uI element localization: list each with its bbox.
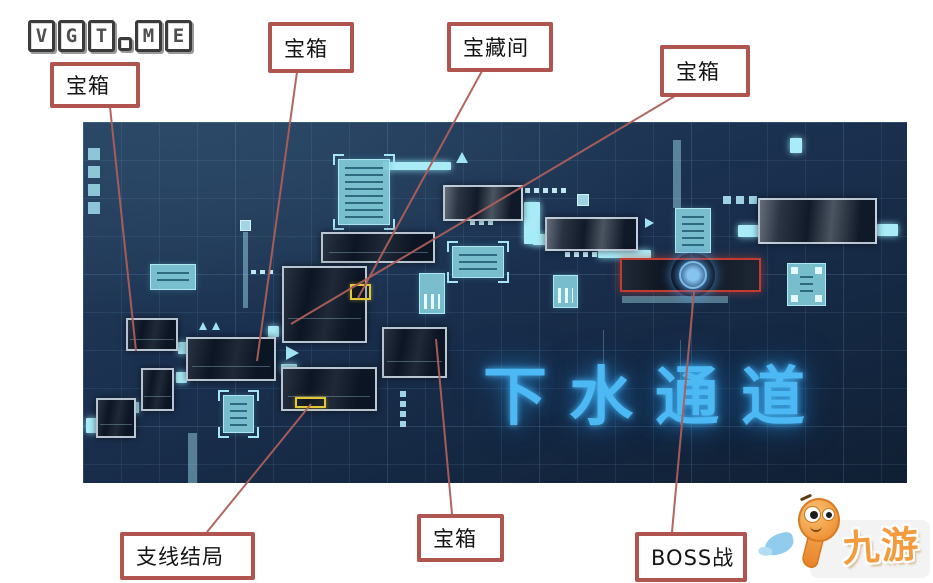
card-text-lines <box>459 254 497 271</box>
map-info-card <box>787 263 826 306</box>
map-chart-card <box>419 273 445 314</box>
map-room <box>281 367 377 411</box>
map-room <box>96 398 136 438</box>
map-room <box>321 232 435 263</box>
map-room <box>186 337 276 381</box>
map-room <box>126 318 178 351</box>
label-boss-fight: BOSS战 <box>635 532 747 582</box>
vgtime-letter: G <box>58 20 85 52</box>
card-text-lines <box>345 167 383 218</box>
boss-room-underbar <box>622 296 728 303</box>
map-room <box>758 198 877 244</box>
map-vertical-strip <box>188 433 197 483</box>
label-treasure-room: 宝藏间 <box>447 22 553 72</box>
map-node-square <box>240 220 251 231</box>
map-room <box>443 185 523 221</box>
map-connector <box>178 342 189 354</box>
label-treasure-chest-top-left: 宝箱 <box>50 62 140 108</box>
map-vertical-strip <box>243 232 248 308</box>
map-area-title: 下水通道 <box>483 361 827 435</box>
jiuyou-mascot-mouth <box>810 526 822 532</box>
card-text-lines <box>800 276 813 293</box>
card-text-lines <box>230 403 247 426</box>
label-side-quest-ending: 支线结局 <box>120 532 255 580</box>
label-treasure-chest-top-mid: 宝箱 <box>268 22 354 73</box>
vgtime-letter: V <box>28 20 55 52</box>
triangle-marker-right <box>645 218 654 228</box>
map-dot-row <box>251 270 273 274</box>
map-chart-card <box>553 275 578 308</box>
map-dot-row <box>565 252 600 257</box>
triangle-marker-up <box>456 152 468 163</box>
vgtime-letter: E <box>165 20 192 52</box>
label-treasure-chest-top-right: 宝箱 <box>660 45 750 97</box>
card-text-lines <box>682 216 704 246</box>
boss-emblem-icon <box>671 253 715 297</box>
triangle-marker-up <box>199 322 207 330</box>
vgtime-letter: M <box>135 20 162 52</box>
map-info-card <box>218 390 259 438</box>
map-room <box>382 327 447 378</box>
map-left-square-column <box>88 148 100 214</box>
map-info-card <box>150 264 196 290</box>
jiuyou-bird-icon <box>761 530 797 558</box>
map-room <box>282 266 367 343</box>
map-connector <box>877 224 898 236</box>
map-node-square <box>577 194 589 206</box>
map-square-trio <box>723 196 757 204</box>
map-connector <box>790 138 802 153</box>
map-dot-column <box>400 391 406 429</box>
map-star-row <box>470 221 496 225</box>
map-info-card <box>333 154 395 230</box>
map-connector <box>598 250 651 258</box>
vgtime-logo: V G T i M E <box>28 20 192 52</box>
map-connector <box>738 225 760 237</box>
jiuyou-mascot-icon <box>798 498 840 542</box>
vgtime-letter: T <box>88 20 115 52</box>
card-bar-chart <box>558 288 573 303</box>
card-text-lines <box>157 272 189 283</box>
jiuyou-mascot-eye <box>822 508 835 521</box>
triangle-marker-right <box>286 346 299 360</box>
jiuyou-logo: 九游 <box>752 492 930 582</box>
map-info-card <box>447 241 509 283</box>
label-treasure-chest-bottom: 宝箱 <box>417 514 504 562</box>
game-map-blueprint: 下水通道 <box>83 122 907 483</box>
map-info-card <box>675 208 711 253</box>
map-hairline <box>603 330 604 422</box>
jiuyou-logo-text: 九游 <box>840 522 922 571</box>
triangle-marker-up <box>212 322 220 330</box>
jiuyou-mascot-eye <box>804 506 821 523</box>
map-connector <box>176 372 187 383</box>
map-connector <box>268 326 279 337</box>
treasure-chest-marker <box>295 397 326 408</box>
vgtime-letter-i-dot: i <box>118 37 132 51</box>
map-vertical-strip <box>673 140 681 208</box>
map-dot-row <box>525 188 569 193</box>
treasure-chest-marker <box>350 284 371 300</box>
map-room <box>141 368 174 411</box>
card-bar-chart <box>424 294 440 309</box>
map-room <box>545 217 638 251</box>
